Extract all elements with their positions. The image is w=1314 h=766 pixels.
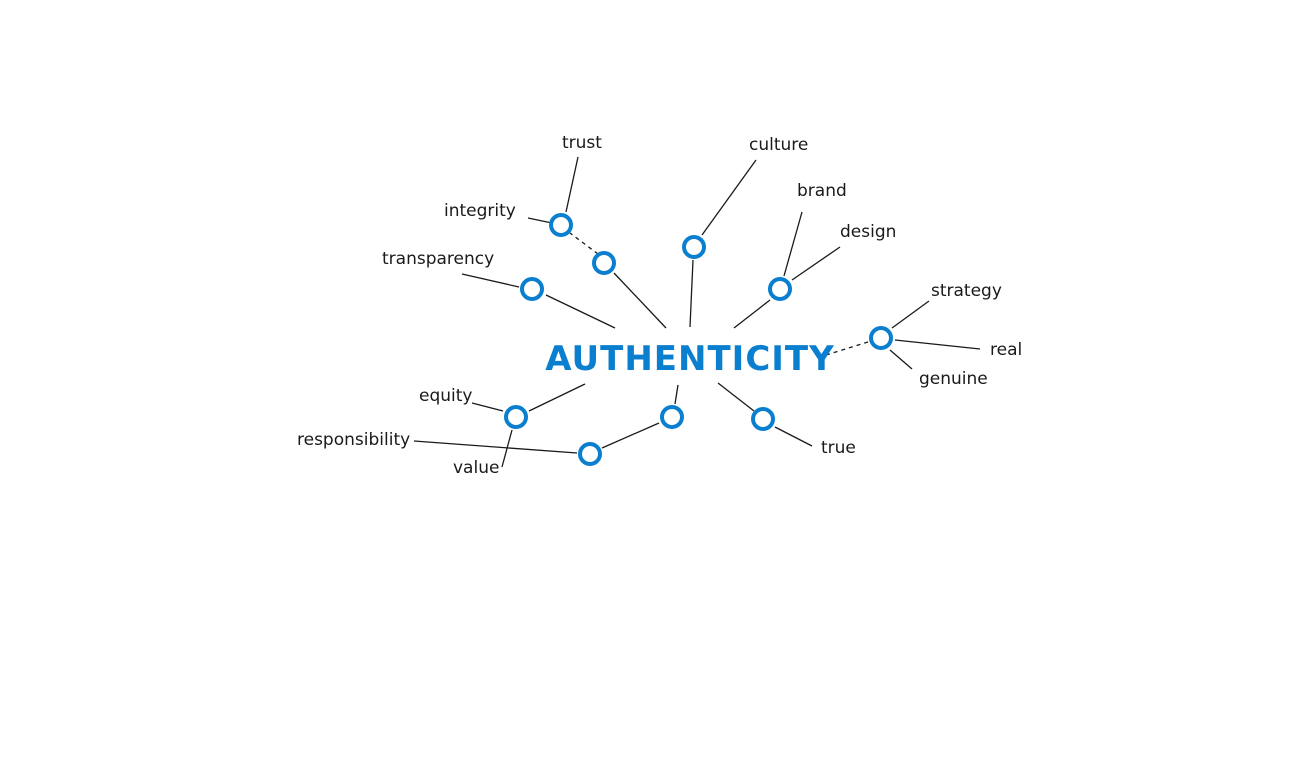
node-responsibility	[578, 442, 602, 466]
nodes	[504, 213, 893, 466]
label-real: real	[990, 340, 1022, 360]
edge-branch-to-integrity-node	[569, 232, 599, 255]
node-integrity-branch	[592, 251, 616, 275]
edge-center-to-true-node	[717, 382, 755, 412]
edge-center-to-equity-node	[528, 383, 586, 412]
edge-real	[894, 339, 981, 350]
node-true	[751, 407, 775, 431]
label-true: true	[821, 438, 856, 458]
label-equity: equity	[419, 386, 472, 406]
label-strategy: strategy	[931, 281, 1002, 301]
label-value: value	[453, 458, 499, 478]
edges	[413, 156, 981, 468]
label-integrity: integrity	[444, 201, 516, 221]
node-brand	[768, 277, 792, 301]
center-word: AUTHENTICITY	[545, 339, 834, 379]
edge-brand	[783, 211, 803, 277]
node-transparency	[520, 277, 544, 301]
label-design: design	[840, 222, 896, 242]
edge-center-to-integrity-branch	[613, 272, 667, 329]
node-integrity	[549, 213, 573, 237]
edge-value	[501, 429, 513, 468]
edge-transparency	[461, 273, 520, 288]
edge-center-to-responsibility-branch	[674, 384, 679, 405]
edge-integrity	[527, 217, 553, 224]
node-culture	[682, 235, 706, 259]
labels: trust integrity transparency culture bra…	[297, 133, 1022, 478]
label-transparency: transparency	[382, 249, 494, 269]
edge-strategy	[891, 300, 930, 329]
edge-center-to-transparency-node	[545, 294, 616, 329]
edge-responsibility	[413, 440, 578, 454]
edge-center-to-culture-node	[689, 259, 694, 328]
node-strategy	[869, 326, 893, 350]
edge-true	[774, 426, 813, 447]
edge-design	[791, 246, 841, 281]
label-brand: brand	[797, 181, 847, 201]
edge-trust	[565, 156, 579, 213]
edge-culture	[701, 159, 757, 236]
edge-center-to-brand-node	[733, 299, 771, 329]
label-trust: trust	[562, 133, 602, 153]
edge-branch-to-responsibility-node	[601, 422, 660, 449]
label-culture: culture	[749, 135, 808, 155]
edge-genuine	[889, 349, 913, 370]
edge-equity	[471, 402, 504, 412]
node-responsibility-branch	[660, 405, 684, 429]
node-equity	[504, 405, 528, 429]
label-genuine: genuine	[919, 369, 988, 389]
label-responsibility: responsibility	[297, 430, 410, 450]
